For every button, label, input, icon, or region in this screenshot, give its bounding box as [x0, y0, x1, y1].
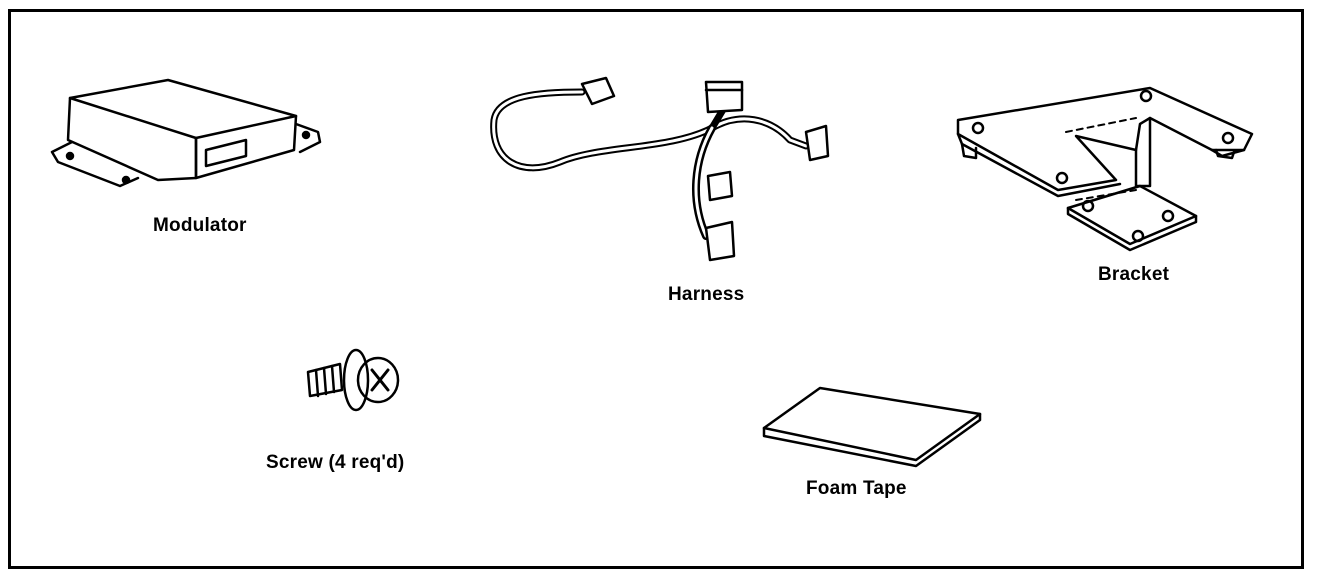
harness-label: Harness — [668, 284, 745, 305]
modulator-illustration — [50, 78, 322, 188]
screw-illustration — [306, 348, 400, 412]
diagram-frame — [8, 9, 1304, 569]
foam-tape-label: Foam Tape — [806, 478, 907, 499]
screw-label: Screw (4 req'd) — [266, 452, 405, 473]
foam-tape-illustration — [762, 386, 982, 468]
bracket-label: Bracket — [1098, 264, 1170, 285]
modulator-label: Modulator — [153, 215, 247, 236]
harness-illustration — [490, 76, 830, 262]
bracket-illustration — [956, 86, 1254, 252]
